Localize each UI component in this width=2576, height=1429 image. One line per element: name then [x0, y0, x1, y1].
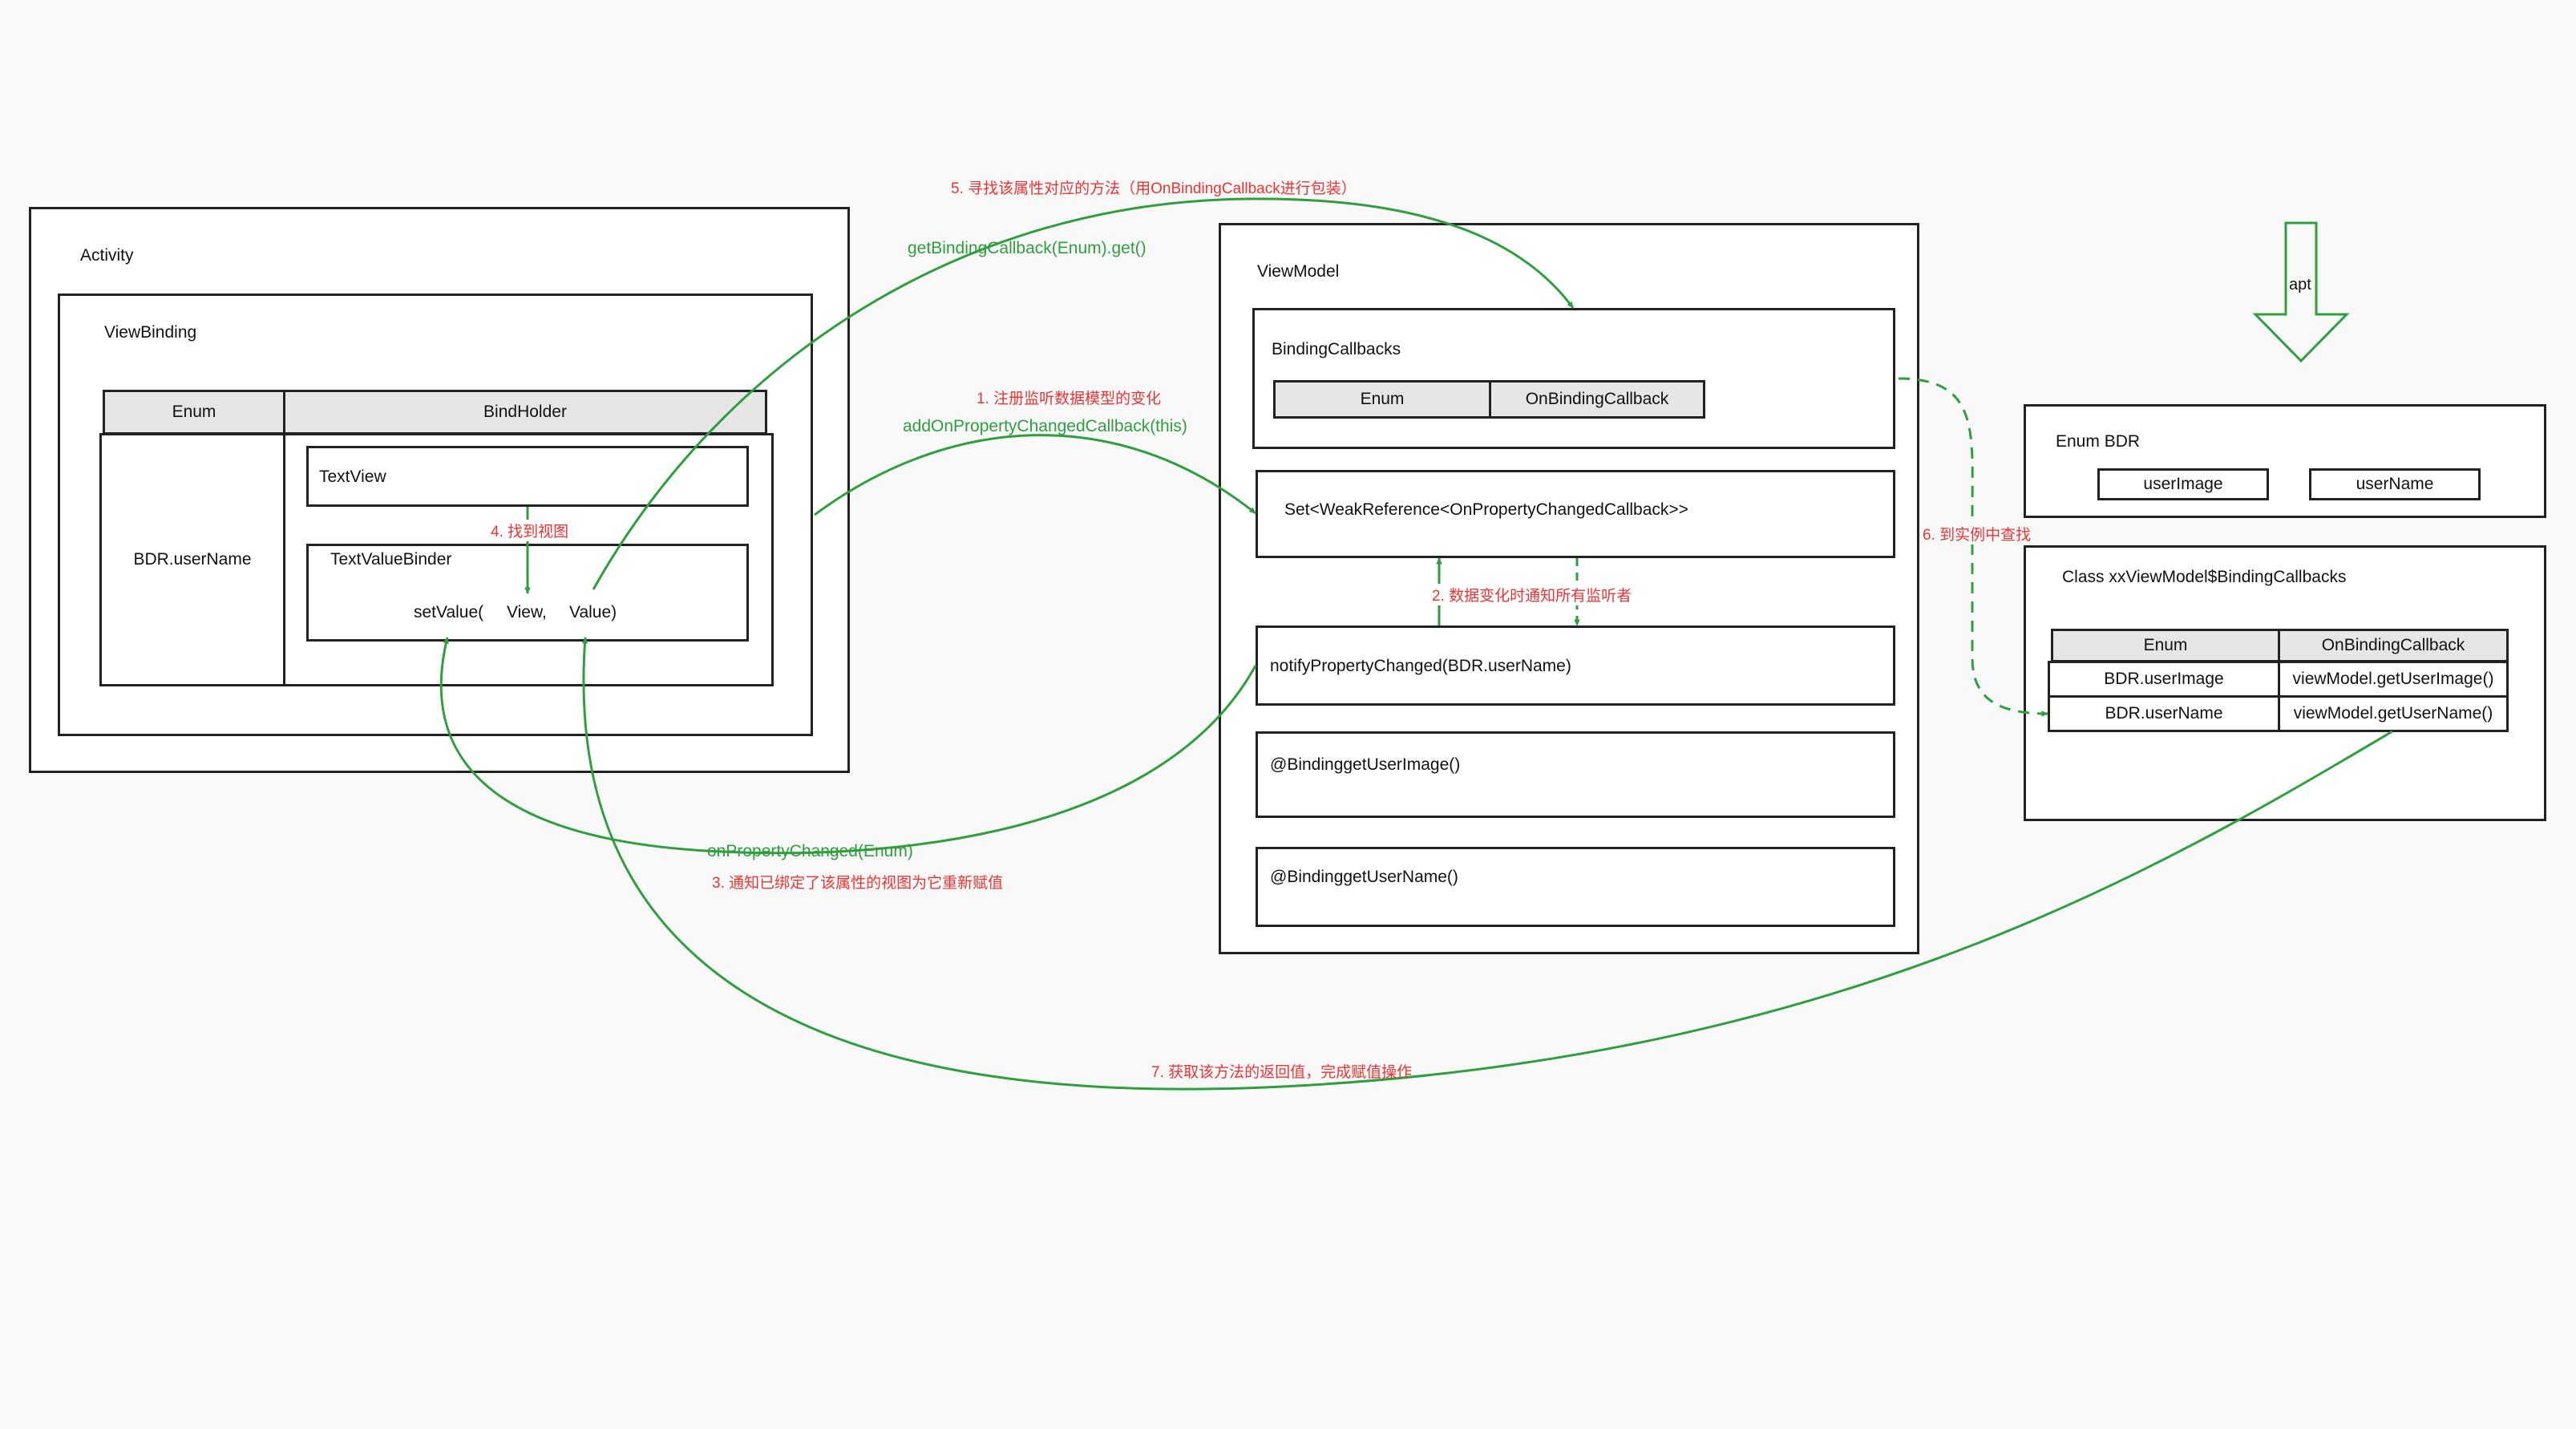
- note-step-6: 6. 到实例中查找: [1923, 523, 2032, 544]
- textview-box: [306, 446, 749, 507]
- text-value-binder-label: TextValueBinder: [330, 550, 452, 569]
- enum-bdr-title: Enum BDR: [2056, 432, 2141, 451]
- arrow-on-property-changed: [439, 637, 1257, 855]
- note-step-7: 7. 获取该方法的返回值，完成赋值操作: [1151, 1064, 1413, 1081]
- cc-row-1-callback: viewModel.getUserName(): [2278, 695, 2509, 732]
- cc-row-1-enum: BDR.userName: [2048, 695, 2280, 732]
- binding-callbacks-box: [1252, 308, 1895, 449]
- notify-label: notifyPropertyChanged(BDR.userName): [1270, 657, 1571, 675]
- note-step-2: 2. 数据变化时通知所有监听者: [1432, 584, 1632, 605]
- note-step-5: 5. 寻找该属性对应的方法（用OnBindingCallback进行包装）: [951, 180, 1357, 197]
- cc-header-enum: Enum: [2051, 629, 2280, 662]
- apt-label: apt: [2289, 276, 2311, 294]
- note-call-5: getBindingCallback(Enum).get(): [908, 239, 1146, 257]
- bc-header-enum: Enum: [1273, 380, 1491, 419]
- binding-get-user-image-label: @BindinggetUserImage(): [1270, 755, 1461, 774]
- enum-bdr-item-user-image: userImage: [2097, 468, 2269, 500]
- textview-label: TextView: [319, 468, 386, 486]
- callbacks-class-title: Class xxViewModel$BindingCallbacks: [2062, 568, 2347, 586]
- activity-title: Activity: [80, 246, 134, 265]
- bc-header-callback: OnBindingCallback: [1489, 380, 1705, 419]
- vb-header-enum: Enum: [103, 390, 285, 435]
- note-call-3: onPropertyChanged(Enum): [707, 842, 913, 860]
- view-param-label: View,: [507, 603, 547, 621]
- apt-arrow: [2252, 221, 2350, 363]
- note-step-4: 4. 找到视图: [491, 520, 569, 541]
- cc-row-0-callback: viewModel.getUserImage(): [2278, 661, 2509, 698]
- view-binding-title: ViewBinding: [104, 323, 197, 342]
- arrow-get-binding-callback: [592, 197, 1575, 590]
- arrow-register-callback: [814, 434, 1256, 516]
- listener-set-box: [1256, 470, 1895, 558]
- value-param-label: Value): [569, 603, 617, 621]
- setvalue-label: setValue(: [414, 603, 484, 621]
- note-call-1: addOnPropertyChangedCallback(this): [903, 417, 1187, 435]
- enum-bdr-item-user-name: userName: [2309, 468, 2481, 500]
- listener-set-label: Set<WeakReference<OnPropertyChangedCallb…: [1284, 500, 1688, 519]
- cc-header-callback: OnBindingCallback: [2278, 629, 2509, 662]
- vb-row-key: BDR.userName: [99, 433, 285, 686]
- note-step-3: 3. 通知已绑定了该属性的视图为它重新赋值: [712, 875, 1004, 892]
- binding-callbacks-title: BindingCallbacks: [1272, 340, 1401, 358]
- binding-get-user-name-label: @BindinggetUserName(): [1270, 868, 1458, 886]
- notify-box: [1256, 625, 1895, 706]
- binding-get-user-name-box: [1256, 847, 1895, 927]
- note-step-1: 1. 注册监听数据模型的变化: [977, 391, 1162, 407]
- arrow-return-value: [581, 637, 2393, 1091]
- binding-get-user-image-box: [1256, 731, 1895, 818]
- arrow-lookup-instance: [1898, 377, 2048, 717]
- viewmodel-title: ViewModel: [1257, 262, 1340, 281]
